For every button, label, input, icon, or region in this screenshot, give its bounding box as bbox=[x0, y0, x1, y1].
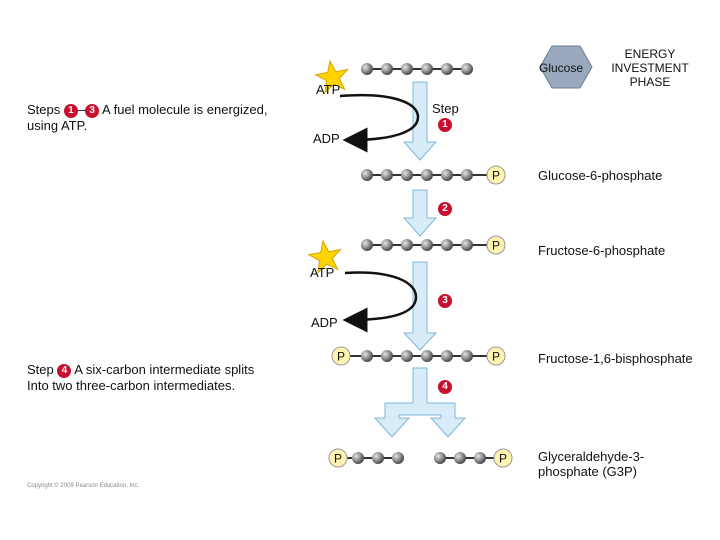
fbp-chain-carbon-1 bbox=[361, 350, 373, 362]
steps-1-3-description: Steps 1–3 A fuel molecule is energized, bbox=[27, 102, 268, 118]
fbp-chain-carbon-4 bbox=[421, 350, 433, 362]
g3p-left-phosphate bbox=[328, 448, 348, 468]
atp-star-icon-step-1 bbox=[314, 59, 349, 94]
step-2-badge-wrap: 2 bbox=[438, 200, 452, 216]
g6p-chain-carbon-2 bbox=[381, 169, 393, 181]
fbp-chain-carbon-2 bbox=[381, 350, 393, 362]
molecule-name-fructose-6-phosphate: Fructose-6-phosphate bbox=[538, 243, 666, 258]
f6p-chain-carbon-5 bbox=[441, 239, 453, 251]
glucose-chain-carbon-4 bbox=[421, 63, 433, 75]
g6p-phosphate-label: P bbox=[492, 169, 500, 183]
fbp-chain-carbon-3 bbox=[401, 350, 413, 362]
g3p-right-phosphate bbox=[493, 448, 513, 468]
fbp-chain-carbon-5 bbox=[441, 350, 453, 362]
step-4-text-line2: Into two three-carbon intermediates. bbox=[27, 378, 236, 393]
step-4-description: Step 4 A six-carbon intermediate splits bbox=[27, 362, 254, 378]
step-4-text-line1: A six-carbon intermediate splits bbox=[74, 362, 255, 377]
glucose-chain-carbon-5 bbox=[441, 63, 453, 75]
g3p-right-phosphate-label: P bbox=[499, 452, 507, 466]
step-badge-4-desc: 4 bbox=[57, 364, 72, 378]
step-badge-3: 3 bbox=[85, 104, 100, 118]
phase-title: ENERGY INVESTMENT PHASE bbox=[611, 47, 689, 89]
glucose-chain-carbon-6 bbox=[461, 63, 473, 75]
step-badge-2-flow: 2 bbox=[438, 202, 452, 216]
g3p-left-phosphate-label: P bbox=[334, 452, 342, 466]
g6p-chain-carbon-6 bbox=[461, 169, 473, 181]
atp-star-icon-step-3 bbox=[307, 239, 342, 274]
fbp-phosphate-right-label: P bbox=[492, 350, 500, 364]
steps-dash: – bbox=[77, 102, 86, 117]
step-badge-1-flow: 1 bbox=[438, 118, 452, 132]
fbp-phosphate-left bbox=[331, 346, 351, 366]
g6p-chain-carbon-3 bbox=[401, 169, 413, 181]
f6p-chain-carbon-6 bbox=[461, 239, 473, 251]
g6p-chain-carbon-5 bbox=[441, 169, 453, 181]
fbp-chain-carbon-6 bbox=[461, 350, 473, 362]
atp-adp-curve-step-1 bbox=[339, 93, 420, 153]
steps-1-3-text-line2: using ATP. bbox=[27, 118, 88, 133]
g3p-left-chain-carbon-1 bbox=[352, 452, 364, 464]
molecule-name-g3p: Glyceraldehyde-3- phosphate (G3P) bbox=[538, 449, 645, 479]
flow-arrow-step-3 bbox=[402, 261, 438, 351]
carbon-chains: P P P P P P bbox=[328, 63, 513, 468]
atp-adp-curve-step-3 bbox=[342, 271, 418, 333]
fbp-phosphate-right bbox=[486, 346, 506, 366]
step-badge-3-flow: 3 bbox=[438, 294, 452, 308]
g3p-left-chain-carbon-3 bbox=[392, 452, 404, 464]
step-1-label: Step bbox=[432, 101, 459, 116]
g3p-left-chain-carbon-2 bbox=[372, 452, 384, 464]
flow-arrow-step-2 bbox=[402, 189, 438, 237]
glucose-chain-carbon-2 bbox=[381, 63, 393, 75]
f6p-chain-carbon-1 bbox=[361, 239, 373, 251]
fbp-phosphate-left-label: P bbox=[337, 350, 345, 364]
f6p-chain-carbon-3 bbox=[401, 239, 413, 251]
flow-arrow-step-1 bbox=[402, 81, 438, 161]
atp-label-step-3: ATP bbox=[310, 265, 335, 280]
step4-prefix: Step bbox=[27, 362, 54, 377]
glucose-chain-carbon-3 bbox=[401, 63, 413, 75]
molecule-name-glucose-6-phosphate: Glucose-6-phosphate bbox=[538, 168, 663, 183]
step-badge-1: 1 bbox=[63, 104, 78, 118]
f6p-chain-carbon-4 bbox=[421, 239, 433, 251]
adp-label-step-3: ADP bbox=[311, 315, 338, 330]
atp-label-step-1: ATP bbox=[316, 82, 341, 97]
f6p-phosphate-label: P bbox=[492, 239, 500, 253]
glucose-hexagon-icon bbox=[539, 45, 593, 89]
g6p-chain-carbon-1 bbox=[361, 169, 373, 181]
glucose-chain-carbon-1 bbox=[361, 63, 373, 75]
steps-prefix: Steps bbox=[27, 102, 61, 117]
g6p-phosphate bbox=[486, 165, 506, 185]
molecule-name-fructose-1-6-bisphosphate: Fructose-1,6-bisphosphate bbox=[538, 351, 693, 366]
step-badge-4-flow: 4 bbox=[438, 380, 452, 394]
f6p-phosphate bbox=[486, 235, 506, 255]
g3p-right-chain-carbon-2 bbox=[454, 452, 466, 464]
copyright-notice: Copyright © 2009 Pearson Education, Inc. bbox=[27, 483, 140, 489]
g3p-right-chain-carbon-1 bbox=[434, 452, 446, 464]
adp-label-step-1: ADP bbox=[313, 131, 340, 146]
glucose-label: Glucose bbox=[539, 61, 584, 75]
step-1-badge-wrap: 1 bbox=[438, 116, 452, 132]
g3p-right-chain-carbon-3 bbox=[474, 452, 486, 464]
f6p-chain-carbon-2 bbox=[381, 239, 393, 251]
g6p-chain-carbon-4 bbox=[421, 169, 433, 181]
flow-arrow-step-4-split bbox=[373, 367, 467, 438]
steps-1-3-text-line1: A fuel molecule is energized, bbox=[102, 102, 268, 117]
step-4-badge-wrap: 4 bbox=[438, 378, 452, 394]
step-3-badge-wrap: 3 bbox=[438, 292, 452, 308]
